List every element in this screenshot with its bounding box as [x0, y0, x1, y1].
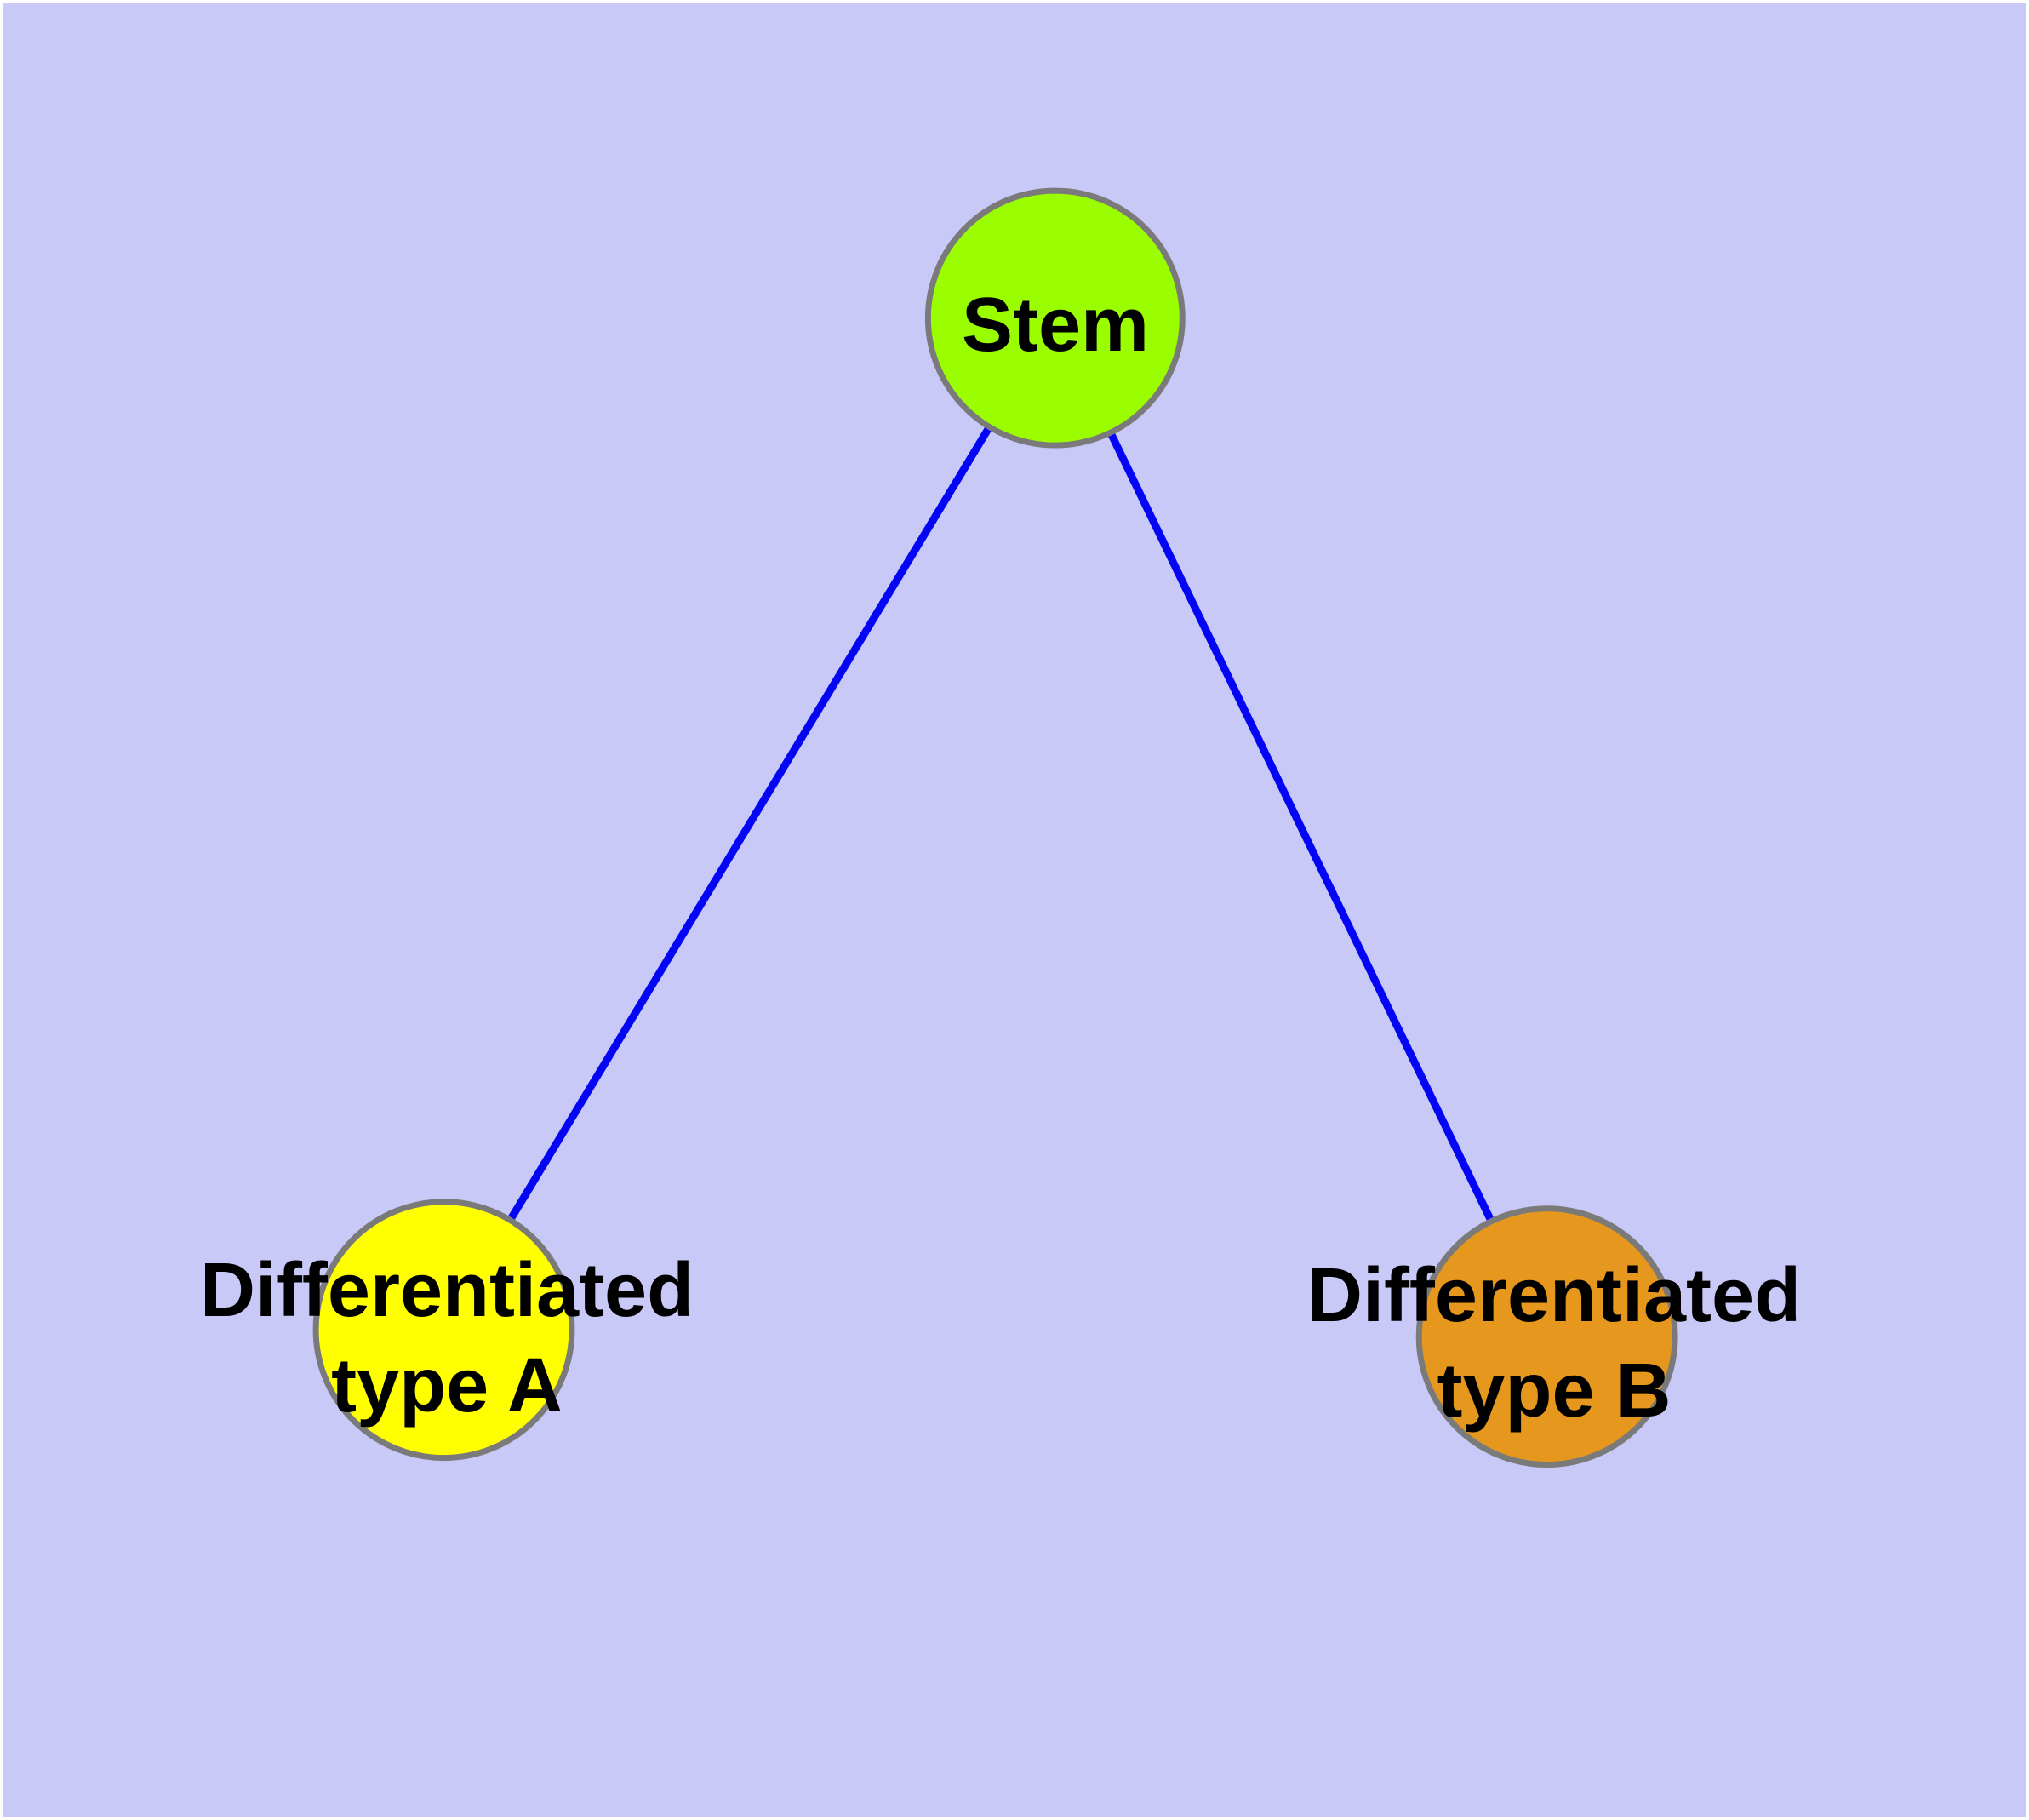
node-stem-circle [924, 187, 1186, 449]
node-type-a-circle [312, 1199, 575, 1462]
node-type-a-label-line2: type A [331, 1343, 563, 1428]
graph-svg [312, 187, 1678, 1468]
node-type-a-label-line1: Differentiated [199, 1248, 694, 1333]
node-type-b-label-line2: type B [1437, 1348, 1672, 1434]
node-stem-label-text: Stem [961, 283, 1150, 368]
node-type-b-label-line1: Differentiated [1306, 1253, 1802, 1338]
node-type-b-circle [1415, 1205, 1678, 1468]
diagram-background: Stem Differentiated type A Differentiate… [3, 3, 2026, 1817]
node-stem-label: Stem [962, 278, 1149, 373]
edge-stem-to-type-a [440, 316, 1059, 1332]
node-type-a-label: Differentiated type A [200, 1243, 694, 1434]
node-type-b-label: Differentiated type B [1307, 1248, 1801, 1439]
edge-stem-to-type-b [1051, 316, 1551, 1339]
